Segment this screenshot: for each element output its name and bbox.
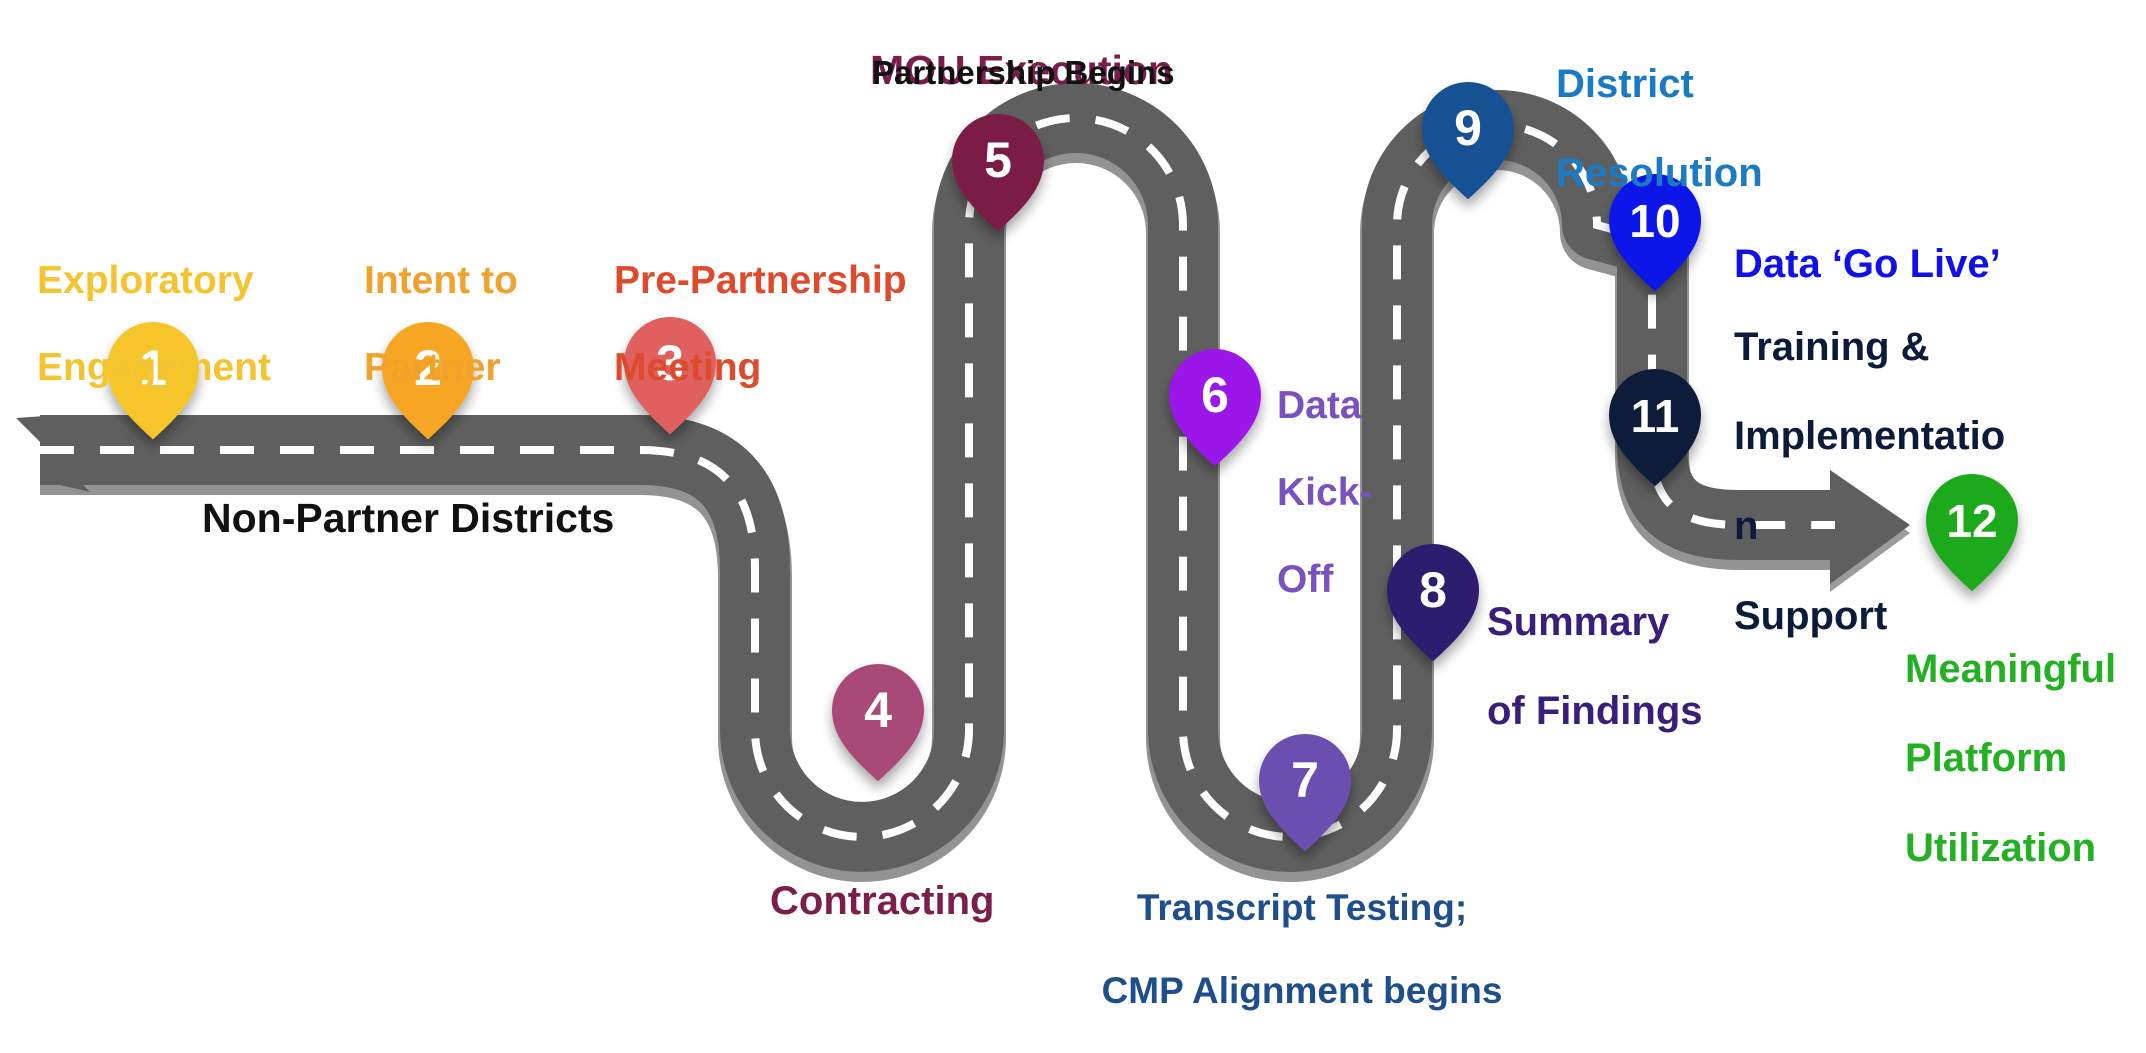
label-line: Training & — [1734, 324, 1930, 369]
milestone-label-5: MOU Execution — [870, 2, 1173, 140]
label-line: Pre-Partnership — [614, 258, 907, 302]
label-line: Implementatio — [1734, 414, 2006, 459]
pin-marker — [1387, 544, 1479, 662]
pin-number: 11 — [1631, 390, 1680, 442]
label-line: of Findings — [1487, 689, 1703, 734]
label-line: Exploratory — [37, 258, 254, 302]
pin-number: 2 — [414, 340, 442, 396]
milestone-pin-4: 4 — [832, 664, 924, 782]
milestone-label-8: Summary of Findings — [1487, 555, 1703, 779]
milestone-pin-2: 2 — [382, 322, 474, 440]
label-line: Meaningful — [1905, 646, 2117, 691]
pin-number: 9 — [1454, 100, 1482, 156]
label-line: Support — [1734, 593, 1888, 638]
milestone-label-4: Contracting — [770, 834, 994, 968]
milestone-pin-10: 10 — [1609, 174, 1701, 292]
pin-number: 5 — [984, 132, 1012, 188]
label-line: Resolution — [1556, 151, 1763, 196]
pin-marker — [1926, 474, 2018, 592]
milestone-pin-1: 1 — [107, 322, 199, 440]
milestone-pin-8: 8 — [1387, 544, 1479, 662]
pin-number: 1 — [139, 340, 167, 396]
milestone-sublabel-5: Partnership Begins — [872, 54, 1175, 91]
pin-marker — [1422, 82, 1514, 200]
label-line: Data — [1277, 383, 1362, 427]
label-line: CMP Alignment begins — [1101, 970, 1503, 1012]
label-line: Utilization — [1905, 825, 2097, 870]
road — [16, 83, 1910, 882]
pin-marker — [382, 322, 474, 440]
milestone-label-10: Data ‘Go Live’ — [1734, 197, 2001, 331]
pin-marker — [107, 322, 199, 440]
milestone-pin-3: 3 — [624, 317, 716, 435]
pin-marker — [1169, 349, 1261, 467]
label-line: Kick- — [1277, 471, 1373, 515]
milestone-pin-6: 6 — [1169, 349, 1261, 467]
milestone-pin-12: 12 — [1926, 474, 2018, 592]
milestone-label-3: Pre-Partnership Meeting — [614, 215, 907, 433]
label-line: Partner — [364, 346, 501, 390]
label-line: n — [1734, 503, 1759, 548]
milestone-label-7: Transcript Testing; CMP Alignment begins — [1082, 846, 1522, 1053]
pin-number: 10 — [1629, 195, 1680, 247]
milestone-label-2: Intent to Partner — [364, 215, 518, 433]
road-label: Non-Partner Districts — [202, 495, 615, 541]
label-line: Intent to — [364, 258, 518, 302]
label-line: Transcript Testing; — [1136, 887, 1468, 929]
milestone-label-12: Meaningful Platform Utilization — [1905, 602, 2116, 916]
milestone-pin-11: 11 — [1609, 369, 1701, 487]
milestone-pin-7: 7 — [1259, 734, 1351, 852]
pin-marker — [1609, 369, 1701, 487]
label-line: Data ‘Go Live’ — [1734, 241, 2001, 286]
milestone-pin-5: 5 — [952, 114, 1044, 232]
milestone-label-9: District Resolution — [1556, 17, 1763, 241]
label-line: MOU Execution — [870, 46, 1173, 93]
label-line: Contracting — [770, 878, 995, 923]
label-line: Summary — [1487, 599, 1670, 644]
pin-number: 7 — [1291, 752, 1319, 808]
pin-number: 12 — [1946, 495, 1997, 547]
pin-marker — [624, 317, 716, 435]
pin-number: 6 — [1201, 367, 1229, 423]
milestone-pin-9: 9 — [1422, 82, 1514, 200]
milestone-label-11: Training & Implementatio n Support — [1734, 280, 2005, 683]
pin-number: 4 — [864, 682, 892, 738]
label-line: District — [1556, 61, 1694, 106]
lane-dashes — [40, 114, 1835, 841]
label-line: Platform — [1905, 736, 2068, 781]
label-line: Meeting — [614, 346, 762, 390]
milestone-label-1: Exploratory Engagement — [37, 215, 271, 433]
road-arrow-head — [1830, 470, 1910, 584]
pin-number: 3 — [656, 335, 684, 391]
pin-marker — [1259, 734, 1351, 852]
milestone-label-6: Data Kick- Off — [1277, 340, 1372, 646]
label-line: Engagement — [37, 346, 272, 390]
pin-marker — [1609, 174, 1701, 292]
label-line: Off — [1277, 558, 1334, 602]
pin-number: 8 — [1419, 562, 1447, 618]
pin-marker — [952, 114, 1044, 232]
pin-marker — [832, 664, 924, 782]
